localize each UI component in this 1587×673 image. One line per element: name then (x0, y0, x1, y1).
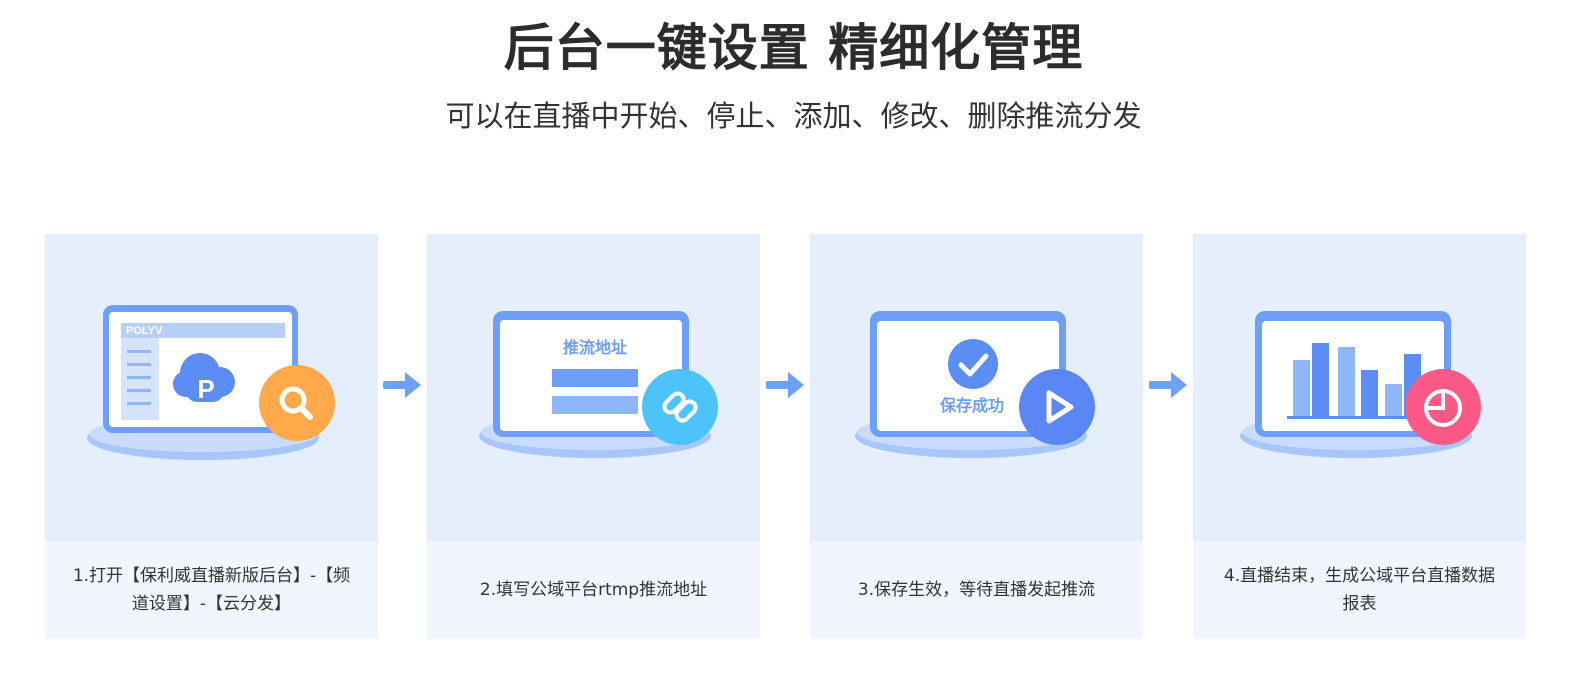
step-illustration-panel (1193, 234, 1526, 541)
laptop-illustration (1240, 311, 1481, 458)
step-illustration-panel: POLYV P (45, 234, 378, 541)
check-circle-icon (948, 339, 998, 389)
step-card-1: POLYV P 1.打开【保利威直播新版后台】-【频道设置】-【云分发】 (45, 234, 378, 639)
save-success-label: 保存成功 (939, 396, 1004, 415)
step-illustration-panel: 推流地址 (427, 234, 760, 541)
step-card-2: 推流地址 2.填写公域平台rtmp推流地址 (427, 234, 760, 639)
laptop-illustration: 推流地址 (479, 311, 718, 458)
step-caption: 3.保存生效，等待直播发起推流 (857, 580, 1096, 600)
search-icon (259, 365, 335, 441)
stream-address-label: 推流地址 (563, 338, 627, 357)
arrow-right-icon (1149, 372, 1187, 398)
step-card-4: 4.直播结束，生成公域平台直播数据报表 (1193, 234, 1526, 639)
laptop-illustration: 保存成功 (855, 311, 1095, 458)
step-caption: 4.直播结束，生成公域平台直播数据报表 (1223, 566, 1496, 614)
step-caption: 1.打开【保利威直播新版后台】-【频道设置】-【云分发】 (72, 566, 351, 614)
step-caption-panel: 3.保存生效，等待直播发起推流 (810, 541, 1143, 639)
arrow-right-icon (383, 372, 421, 398)
step-caption: 2.填写公域平台rtmp推流地址 (479, 580, 708, 600)
laptop-illustration: POLYV P (87, 305, 335, 460)
step-card-3: 保存成功 3.保存生效，等待直播发起推流 (810, 234, 1143, 639)
pie-chart-icon (1405, 369, 1481, 445)
svg-text:P: P (197, 374, 214, 404)
step-caption-panel: 2.填写公域平台rtmp推流地址 (427, 541, 760, 639)
step-illustration-panel: 保存成功 (810, 234, 1143, 541)
polyv-logo: POLYV (126, 325, 163, 337)
page-title: 后台一键设置 精细化管理 (503, 19, 1084, 77)
arrow-right-icon (766, 372, 804, 398)
page-subtitle: 可以在直播中开始、停止、添加、修改、删除推流分发 (445, 99, 1142, 133)
step-caption-panel: 1.打开【保利威直播新版后台】-【频道设置】-【云分发】 (45, 541, 378, 639)
link-icon (642, 369, 718, 445)
cloud-icon: P (173, 353, 235, 404)
step-caption-panel: 4.直播结束，生成公域平台直播数据报表 (1193, 541, 1526, 639)
play-icon (1019, 369, 1095, 445)
